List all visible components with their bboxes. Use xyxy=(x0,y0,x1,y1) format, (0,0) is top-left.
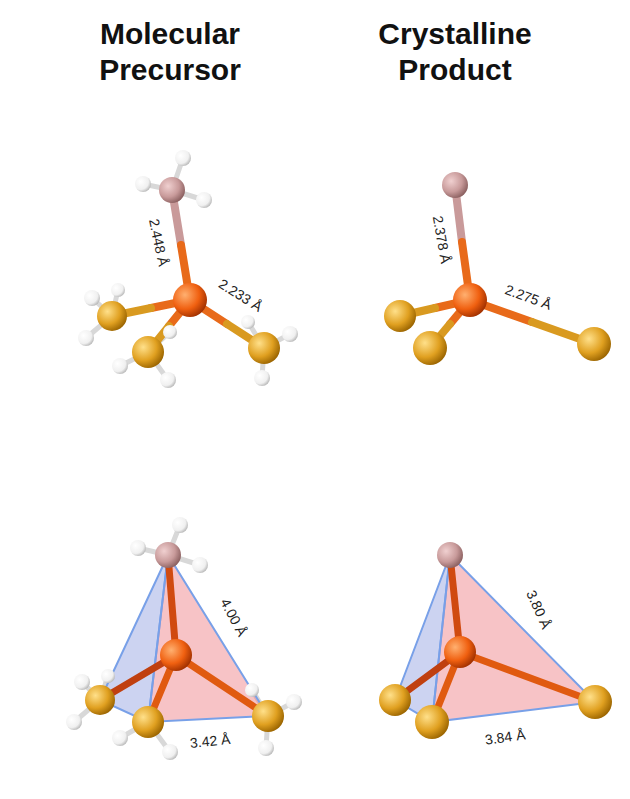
precursor-molecule xyxy=(78,150,298,388)
crystal-tetrahedron xyxy=(379,542,612,739)
column-heading: Molecular Precursor xyxy=(55,16,285,88)
edge-length: 3.80 Å xyxy=(523,588,554,631)
column-heading: Crystalline Product xyxy=(340,16,570,88)
bond-length: 2.233 Å xyxy=(215,277,264,316)
edge-length: 3.42 Å xyxy=(189,732,231,752)
crystal-fragment xyxy=(384,172,611,365)
edge-length: 4.00 Å xyxy=(217,597,250,640)
bond-length: 2.275 Å xyxy=(503,283,554,314)
precursor-tetrahedron xyxy=(66,517,302,760)
bond-length: 2.378 Å xyxy=(429,215,453,265)
bond-length: 2.448 Å xyxy=(145,218,170,268)
edge-length: 3.84 Å xyxy=(484,728,526,749)
